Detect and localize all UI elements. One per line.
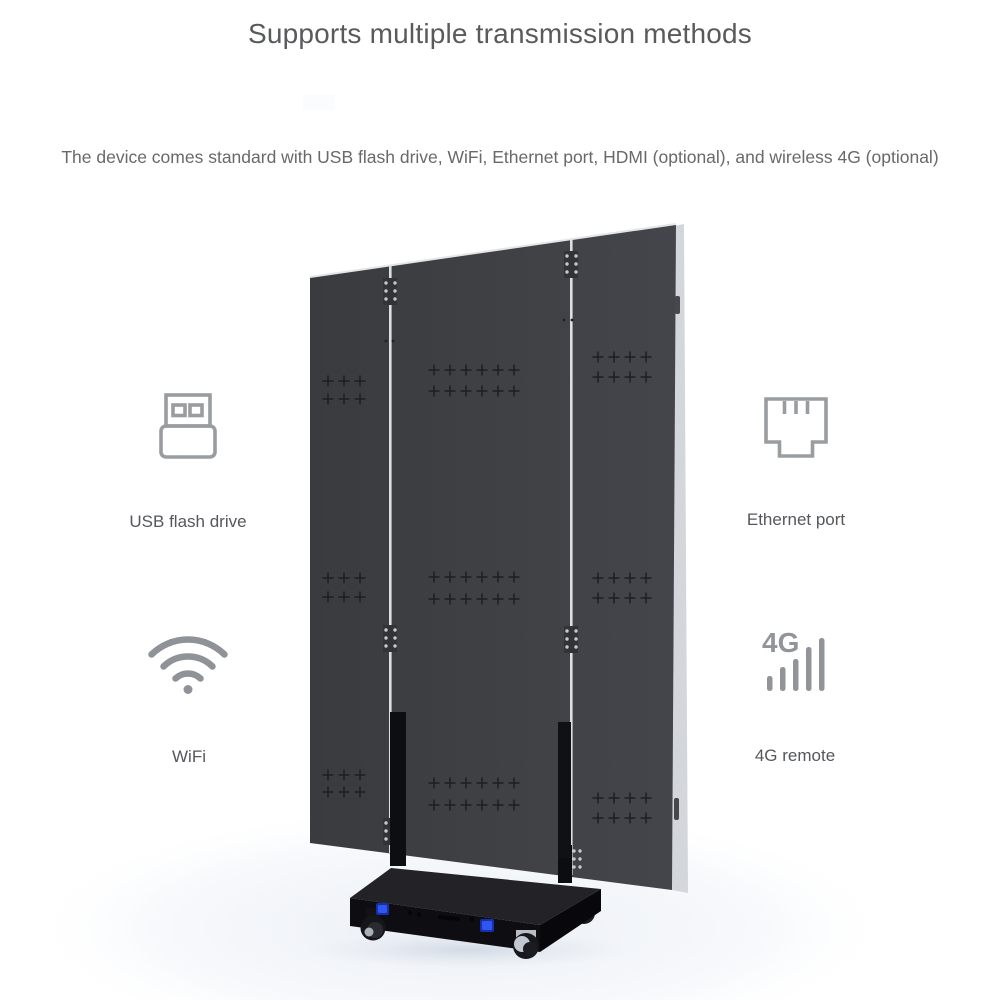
watermark-artifact	[303, 95, 335, 110]
feature-usb-flash-drive: USB flash drive	[108, 393, 268, 532]
feature-wifi: WiFi	[106, 631, 272, 767]
feature-ethernet-port: Ethernet port	[716, 397, 876, 530]
wifi-icon	[148, 636, 228, 694]
banner-text: The device comes standard with USB flash…	[61, 147, 939, 167]
4g-signal-bars-icon: 4G	[762, 627, 825, 691]
stand-poles	[390, 712, 571, 866]
feature-label: Ethernet port	[746, 510, 846, 529]
4g-icon-text: 4G	[762, 627, 799, 658]
base-connectors	[407, 910, 475, 922]
display-edge	[672, 224, 688, 893]
caster-wheel	[513, 930, 539, 959]
feature-label: 4G remote	[754, 746, 836, 765]
blue-port	[480, 919, 494, 932]
feature-label: USB flash drive	[129, 512, 247, 531]
display-panels	[309, 223, 677, 890]
feature-label: WiFi	[172, 747, 206, 766]
blue-port	[376, 903, 389, 915]
caster-wheel	[360, 908, 386, 941]
feature-4g-remote: 4G 4G remote	[712, 627, 878, 766]
ethernet-port-icon	[764, 397, 828, 458]
usb-flash-drive-icon	[159, 393, 217, 459]
stand-base	[350, 868, 601, 959]
page-title: Supports multiple transmission methods	[247, 18, 753, 49]
